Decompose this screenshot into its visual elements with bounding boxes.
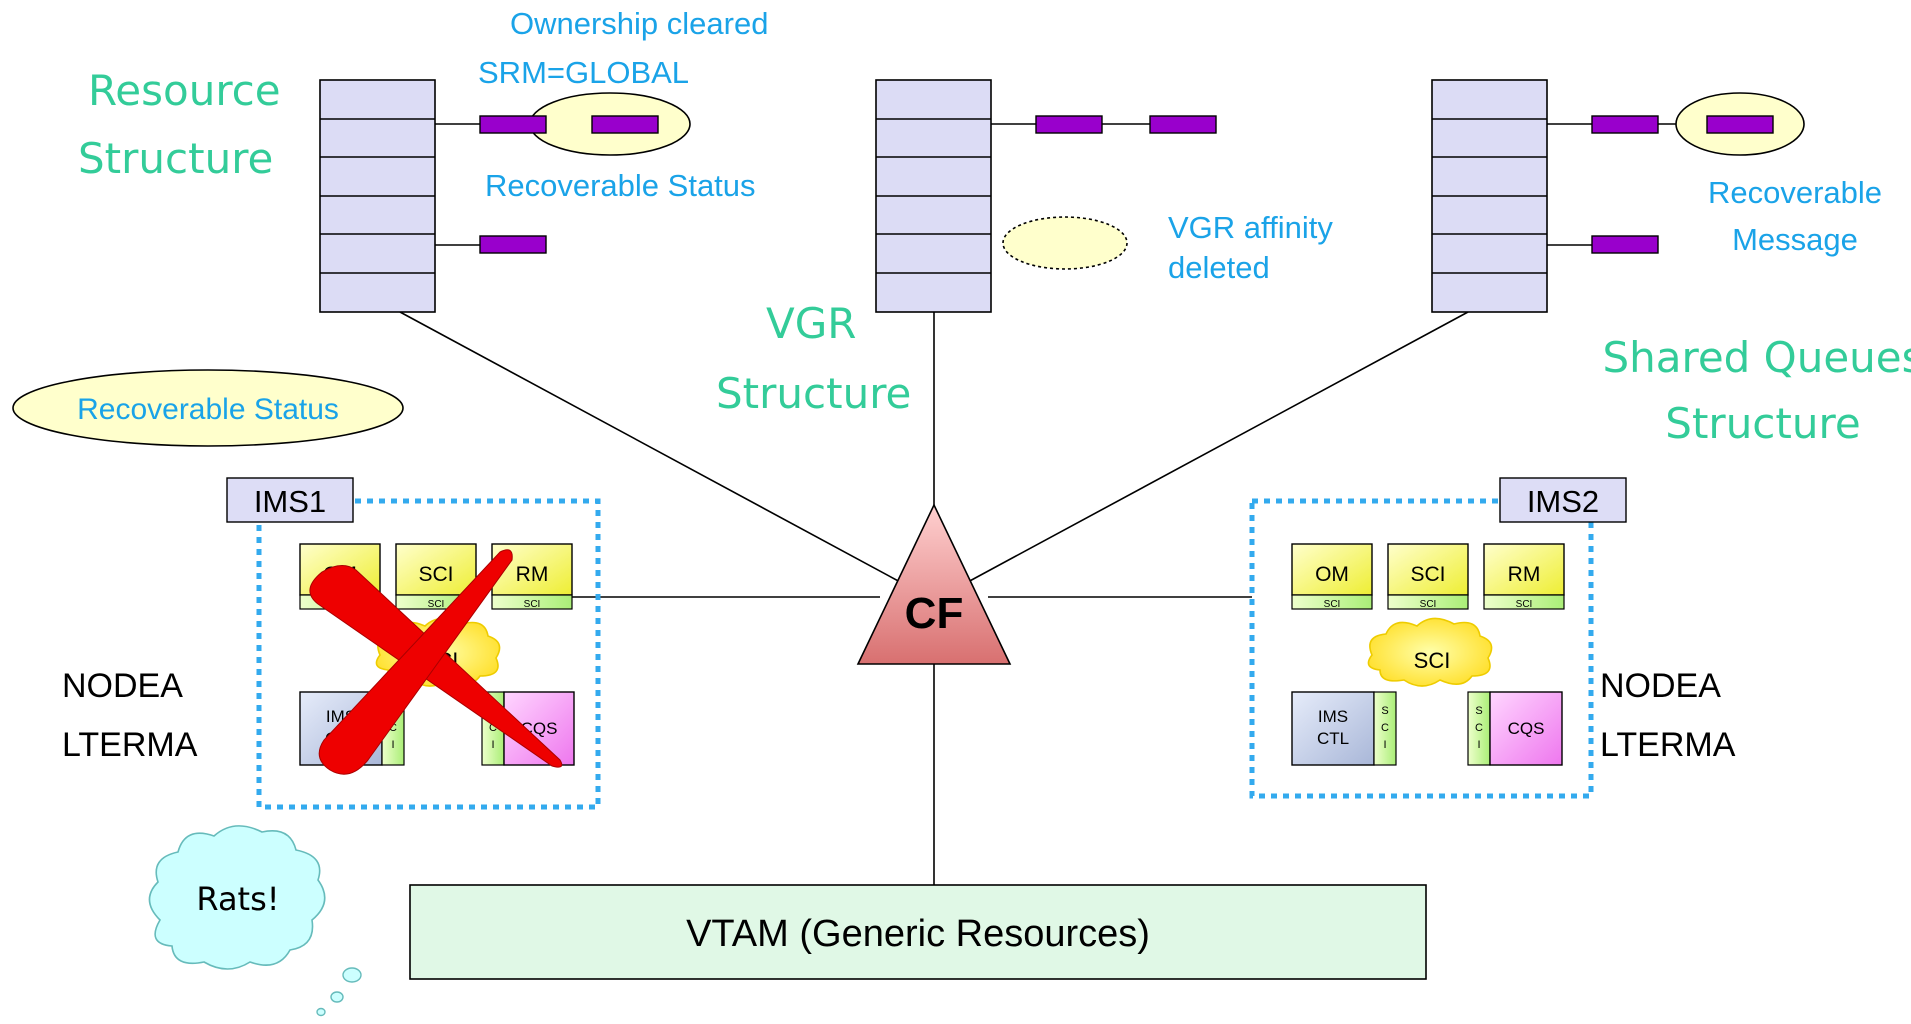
ims2-om-module: OM SCI xyxy=(1291,543,1373,610)
ownership-cleared-text: Ownership cleared xyxy=(510,6,768,41)
deleted-text: deleted xyxy=(1168,250,1270,285)
line-resource-to-cf xyxy=(399,311,903,584)
ims2-cqs-sci-s: S xyxy=(1475,705,1482,717)
recoverable-status-left: Recoverable Status xyxy=(12,369,404,447)
shared-queues-structure: Recoverable Message Shared Queues Struct… xyxy=(1431,79,1911,448)
deleted-affinity-placeholder xyxy=(1002,216,1128,270)
thought-dot xyxy=(342,967,362,983)
coupling-facility: CF xyxy=(856,503,1012,665)
shared-queues-label-1: Shared Queues xyxy=(1602,333,1911,382)
recoverable-status-ellipse xyxy=(12,369,404,447)
thought-dot xyxy=(330,991,344,1003)
ims2-sci-sub: SCI xyxy=(1420,599,1437,610)
line-sq-to-cf xyxy=(965,311,1469,584)
ims2-ctl-sci-i: I xyxy=(1383,739,1386,751)
ims2-sci-module: SCI SCI xyxy=(1387,543,1469,610)
srm-global-text: SRM=GLOBAL xyxy=(478,55,689,90)
ims2-om-label: OM xyxy=(1315,563,1349,586)
vgr-structure-label-1: VGR xyxy=(766,299,856,348)
resource-entry xyxy=(479,235,547,254)
ims2-rm-module: RM SCI xyxy=(1483,543,1565,610)
ims2-cloud-label: SCI xyxy=(1414,648,1451,673)
ims1-node-text: NODEA xyxy=(62,667,183,705)
ims1-lterm-text: LTERMA xyxy=(62,726,198,764)
ims2-cqs-sci-c: C xyxy=(1475,722,1483,734)
resource-entry xyxy=(479,115,547,134)
ims1-boundary xyxy=(256,498,601,810)
ims1-rm-label: RM xyxy=(516,563,549,586)
cf-label: CF xyxy=(905,589,964,638)
vgr-structure-label-2: Structure xyxy=(716,369,911,418)
resource-entry-recoverable xyxy=(591,115,659,134)
vgr-entry xyxy=(1035,115,1103,134)
ims1-rm-sci: SCI xyxy=(524,599,541,610)
ims1-system: IMS1 OM SCI SCI SCI RM SCI SCI IMS xyxy=(62,477,601,810)
ims2-om-sci: SCI xyxy=(1324,599,1341,610)
recoverable-message-text-2: Message xyxy=(1732,222,1858,257)
vgr-structure: VGR affinity deleted VGR Structure xyxy=(716,79,1333,418)
ims2-label-box xyxy=(1499,477,1627,523)
ims2-rm-sci: SCI xyxy=(1516,599,1533,610)
ims2-ims-ctl-module: IMS CTL S C I xyxy=(1291,691,1397,766)
ims2-sci-cloud: SCI xyxy=(1367,617,1493,687)
recoverable-message-text-1: Recoverable xyxy=(1708,175,1882,210)
vtam-label: VTAM (Generic Resources) xyxy=(686,913,1150,955)
ims1-label: IMS1 xyxy=(254,484,326,519)
ims2-boundary xyxy=(1249,498,1594,799)
thought-dot xyxy=(316,1007,326,1017)
ims1-ctl-sci-c: C xyxy=(389,722,397,734)
resource-structure-label-1: Resource xyxy=(88,66,281,115)
queue-entry xyxy=(1591,235,1659,254)
ims2-cqs-label: CQS xyxy=(1508,719,1545,738)
ims1-ctl-sci-i: I xyxy=(391,739,394,751)
ims2-ims-ctl-1: IMS xyxy=(1318,707,1348,726)
ims2-node-text: NODEA xyxy=(1600,667,1721,705)
ims1-cqs-sci-i: I xyxy=(491,739,494,751)
ims2-ctl-sci-s: S xyxy=(1381,705,1388,717)
resource-structure-label-2: Structure xyxy=(78,134,273,183)
thought-cloud-icon xyxy=(148,825,326,970)
vgr-entry xyxy=(1149,115,1217,134)
ims2-ctl-sci-c: C xyxy=(1381,722,1389,734)
resource-structure: Resource Structure Ownership cleared SRM… xyxy=(78,6,768,313)
ims1-sci-label: SCI xyxy=(418,563,453,586)
failure-cross-icon xyxy=(309,549,563,775)
ims1-sci-sub: SCI xyxy=(428,599,445,610)
connector-lines xyxy=(399,311,1469,885)
ims2-sci-label: SCI xyxy=(1410,563,1445,586)
vtam-box xyxy=(409,884,1427,980)
thought-text: Rats! xyxy=(196,880,279,918)
ims1-cqs-sci-c: C xyxy=(489,722,497,734)
cf-triangle xyxy=(856,503,1012,665)
recoverable-status-left-text: Recoverable Status xyxy=(77,393,339,426)
thought-bubble: Rats! xyxy=(148,825,362,1017)
ims2-cqs-sci-i: I xyxy=(1477,739,1480,751)
queue-entry-recoverable xyxy=(1706,115,1774,134)
shared-queues-label-2: Structure xyxy=(1665,399,1860,448)
ims1-label-box xyxy=(226,477,354,523)
vtam-generic-resources: VTAM (Generic Resources) xyxy=(409,884,1427,980)
ims2-lterm-text: LTERMA xyxy=(1600,726,1736,764)
ims2-ims-ctl-2: CTL xyxy=(1317,729,1349,748)
ims2-system: IMS2 OM SCI SCI SCI RM SCI SCI IMS xyxy=(1249,477,1736,799)
ims2-rm-label: RM xyxy=(1508,563,1541,586)
ims2-cqs-module: S C I CQS xyxy=(1467,691,1563,766)
queue-entry xyxy=(1591,115,1659,134)
vgr-affinity-text: VGR affinity xyxy=(1168,210,1333,245)
recoverable-status-text: Recoverable Status xyxy=(485,168,756,203)
ims2-label: IMS2 xyxy=(1527,484,1599,519)
